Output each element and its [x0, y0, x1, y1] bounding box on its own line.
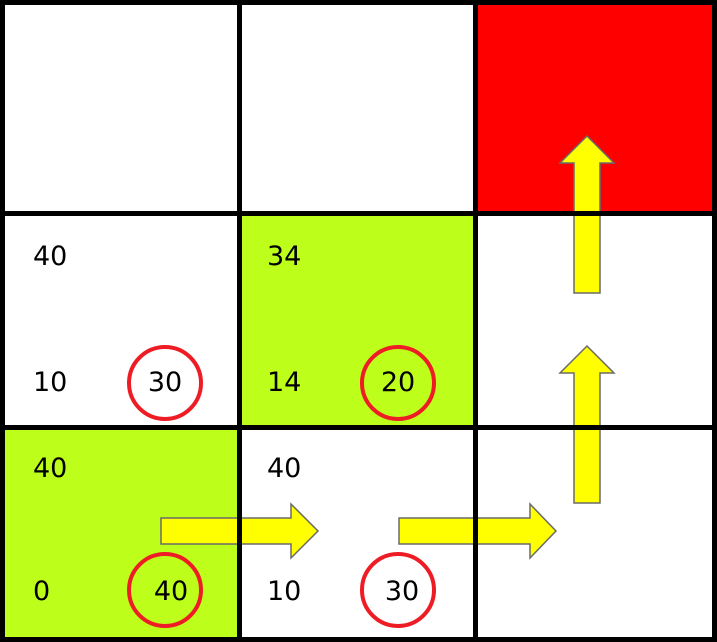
h-cost: 30: [147, 367, 183, 398]
arrow-up-icon: [558, 344, 616, 504]
h-cost: 30: [384, 576, 420, 607]
grid-border-top: [0, 0, 717, 5]
h-cost-circle: [360, 552, 436, 628]
grid-line-vertical: [473, 0, 478, 642]
h-cost: 40: [153, 576, 189, 607]
cell-r0c1: [240, 0, 476, 214]
grid-border-left: [0, 0, 5, 642]
cell-r0c0: [0, 0, 240, 214]
f-cost: 40: [33, 453, 68, 484]
grid-border-right: [712, 0, 717, 642]
g-cost: 14: [267, 367, 302, 398]
h-cost: 20: [380, 367, 416, 398]
g-cost: 0: [33, 576, 51, 607]
grid-line-vertical: [237, 0, 242, 642]
cell-r1c0: 40 10 30: [0, 214, 240, 428]
grid-line-horizontal: [0, 211, 717, 216]
h-cost-circle: [127, 345, 203, 421]
g-cost: 10: [33, 367, 68, 398]
grid-line-horizontal: [0, 425, 717, 430]
f-cost: 40: [33, 241, 68, 272]
h-cost-circle: [127, 552, 203, 628]
grid-border-bottom: [0, 637, 717, 642]
g-cost: 10: [267, 576, 302, 607]
cell-r1c1: 34 14 20: [240, 214, 476, 428]
f-cost: 34: [267, 241, 302, 272]
h-cost-circle: [360, 345, 436, 421]
f-cost: 40: [267, 453, 302, 484]
